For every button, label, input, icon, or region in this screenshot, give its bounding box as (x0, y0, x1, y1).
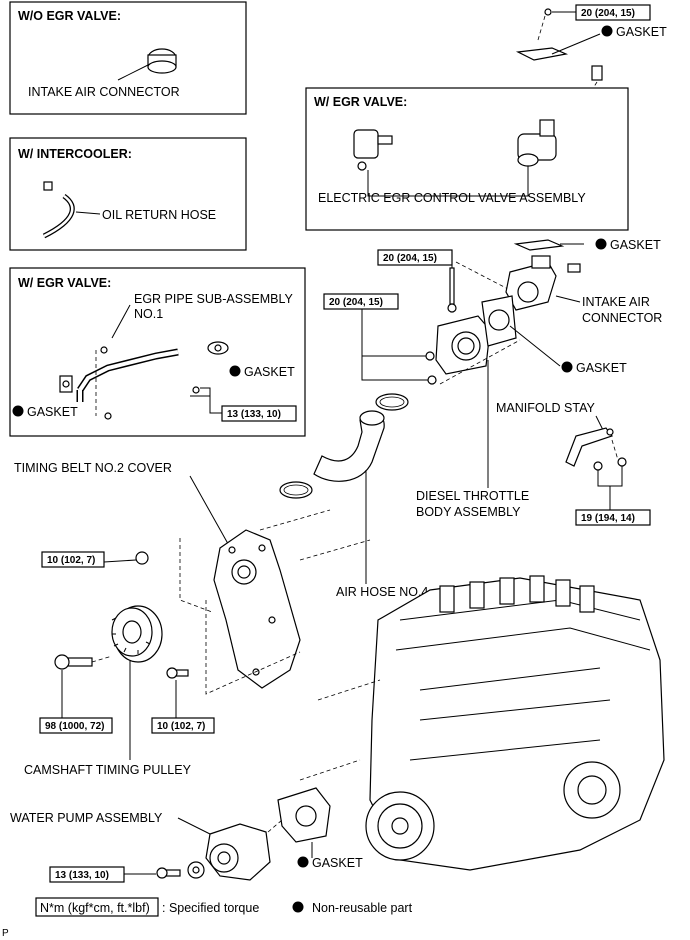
corner-mark: P (2, 928, 9, 939)
torque-label: 10 (102, 7) (157, 721, 205, 732)
top-right-group: 20 (204, 15) GASKET (515, 4, 667, 141)
part-label: INTAKE AIR (582, 295, 650, 309)
intake-air-connector-small (147, 48, 177, 74)
cover-bolt-bottom (166, 667, 189, 679)
part-label: CONNECTOR (582, 311, 662, 325)
gasket-top-part (515, 47, 569, 61)
air-hose-part (313, 410, 385, 482)
torque-label: 19 (194, 14) (581, 513, 635, 524)
part-label: NO.1 (134, 307, 163, 321)
sensor-connector-top (591, 65, 603, 81)
nonreusable-dot (297, 856, 309, 868)
nonreusable-dot (561, 361, 573, 373)
nonreusable-dot (229, 365, 241, 377)
alternator (563, 761, 621, 819)
torque-label: 13 (133, 10) (227, 409, 281, 420)
part-label: DIESEL THROTTLE (416, 489, 529, 503)
hose-clamp-bottom (279, 481, 313, 499)
box-title: W/ INTERCOOLER: (18, 147, 132, 161)
hose-clamp-top (375, 393, 409, 411)
egr-valve-right (517, 119, 557, 167)
torque-label: 13 (133, 10) (55, 870, 109, 881)
cover-bolt-top (135, 551, 149, 565)
box-title: W/ EGR VALVE: (314, 95, 407, 109)
egr-valve-left (353, 129, 393, 171)
gasket-throttle-part (481, 295, 517, 347)
intake-air-connector-group: 20 (204, 15) INTAKE AIR CONNECTOR (377, 249, 662, 325)
engine-block (299, 575, 665, 871)
crank-pulley (365, 791, 435, 861)
intake-connector-part (505, 255, 557, 311)
camshaft-pulley-part (111, 605, 163, 663)
torque-label: 10 (102, 7) (47, 555, 95, 566)
camshaft-pulley-group: 98 (1000, 72) CAMSHAFT TIMING PULLEY (24, 605, 192, 777)
part-label: ELECTRIC EGR CONTROL VALVE ASSEMBLY (318, 191, 586, 205)
throttle-body-group: 20 (204, 15) GASKET DIESEL THROTTLE BODY… (323, 293, 627, 519)
part-label: INTAKE AIR CONNECTOR (28, 85, 180, 99)
part-label: TIMING BELT NO.2 COVER (14, 461, 172, 475)
gasket-label: GASKET (576, 361, 627, 375)
box-title: W/O EGR VALVE: (18, 9, 121, 23)
part-label: AIR HOSE NO.4 (336, 585, 428, 599)
gasket-label: GASKET (616, 25, 667, 39)
throttle-body-part (435, 315, 491, 375)
torque-label: 20 (204, 15) (329, 297, 383, 308)
egr-pipe (76, 348, 179, 402)
part-label: BODY ASSEMBLY (416, 505, 521, 519)
part-label: EGR PIPE SUB-ASSEMBLY (134, 292, 294, 306)
pulley-bolt (54, 654, 93, 670)
box-wo-egr-valve: W/O EGR VALVE: INTAKE AIR CONNECTOR (9, 1, 247, 115)
injectors (439, 575, 595, 613)
part-label: MANIFOLD STAY (496, 401, 596, 415)
box-w-egr-valve-pipe: W/ EGR VALVE: EGR PIPE SUB-ASSEMBLY NO.1… (9, 267, 306, 437)
box-title: W/ EGR VALVE: (18, 276, 111, 290)
oil-return-hose (42, 181, 75, 239)
manifold-stay-group: MANIFOLD STAY 19 (194, 14) (496, 401, 651, 526)
gasket-small-right (207, 341, 229, 355)
water-pump-bolt (156, 867, 181, 879)
legend-nonreusable: Non-reusable part (312, 901, 413, 915)
air-hose-group: AIR HOSE NO.4 (279, 393, 428, 599)
box-w-egr-valve-valve: W/ EGR VALVE: ELECTRIC EGR CONTROL VALVE… (305, 87, 629, 231)
part-label: CAMSHAFT TIMING PULLEY (24, 763, 192, 777)
nonreusable-dot (12, 405, 24, 417)
water-pump-part (187, 823, 271, 881)
water-pump-group: WATER PUMP ASSEMBLY GASKET 13 (133, 10) (10, 787, 363, 883)
legend: N*m (kgf*cm, ft.*lbf) : Specified torque… (35, 897, 413, 917)
gasket-label: GASKET (27, 405, 78, 419)
gasket-label: GASKET (610, 238, 661, 252)
manifold-stay-part (565, 427, 614, 467)
part-label: WATER PUMP ASSEMBLY (10, 811, 163, 825)
part-label: OIL RETURN HOSE (102, 208, 216, 222)
gasket-label: GASKET (244, 365, 295, 379)
timing-cover-group: TIMING BELT NO.2 COVER 10 (102, 7) 10 (1… (14, 461, 371, 734)
gasket-mid-group: GASKET (513, 238, 661, 252)
torque-label: 98 (1000, 72) (45, 721, 105, 732)
legend-torque-unit: N*m (kgf*cm, ft.*lbf) (40, 901, 150, 915)
gasket-label: GASKET (312, 856, 363, 870)
nonreusable-dot (292, 901, 304, 913)
nonreusable-dot (601, 25, 613, 37)
torque-label: 20 (204, 15) (581, 8, 635, 19)
timing-cover-part (213, 529, 301, 689)
nonreusable-dot (595, 238, 607, 250)
torque-label: 20 (204, 15) (383, 253, 437, 264)
box-w-intercooler: W/ INTERCOOLER: OIL RETURN HOSE (9, 137, 247, 251)
water-pump-gasket (277, 787, 331, 843)
gasket-small-left (59, 375, 73, 393)
legend-torque-desc: : Specified torque (162, 901, 259, 915)
